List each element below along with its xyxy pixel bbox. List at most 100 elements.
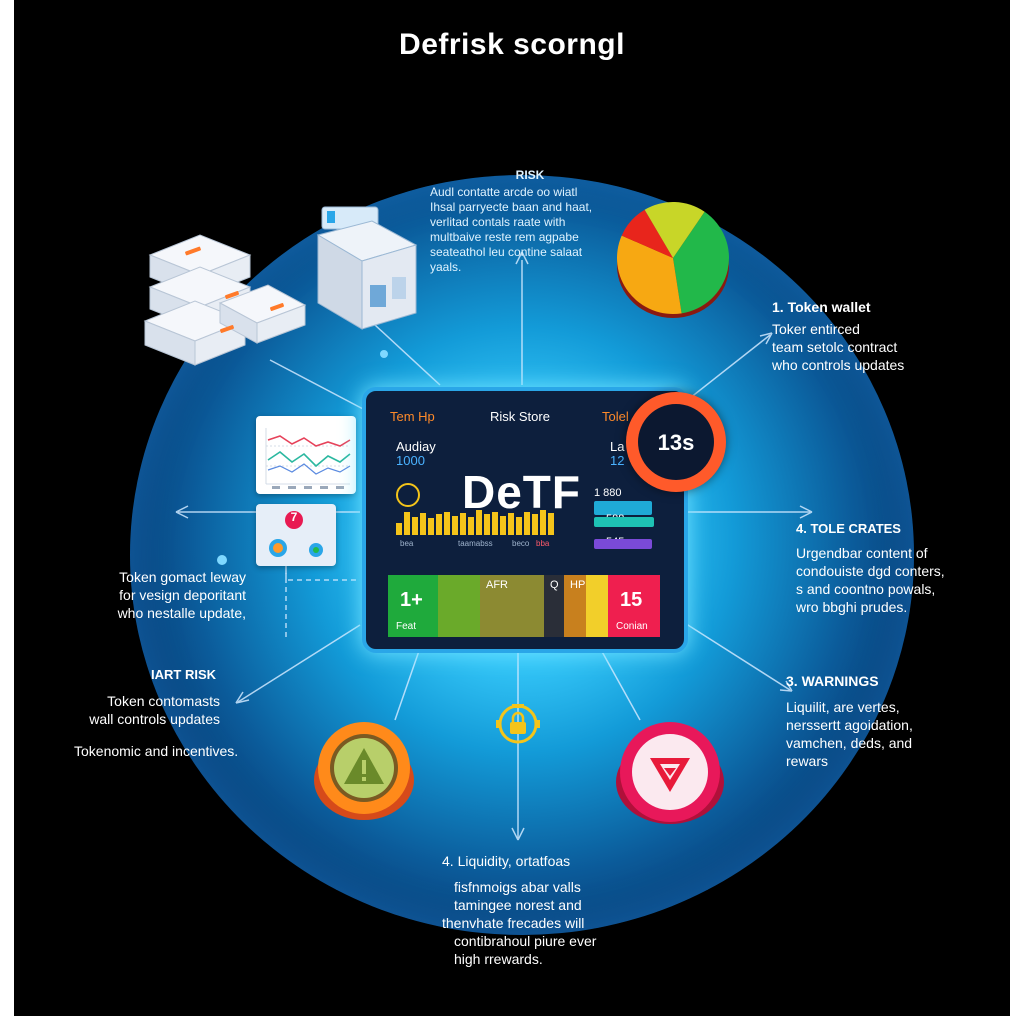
- token-wallet-line-2: team setolc contract: [772, 339, 898, 355]
- page-title: Defrisk scorngl: [399, 28, 625, 61]
- warnings-line-1: Liquilit, are vertes,: [786, 699, 900, 715]
- mini-gauge-icon: [396, 483, 420, 507]
- cabinet-icon: [316, 206, 418, 330]
- liquidity-block: 4. Liquidity, ortatfoas fisfnmoigs abar …: [442, 852, 642, 968]
- left-mid-line-2: for vesign deporitant: [119, 587, 246, 603]
- panel-bar: [396, 523, 402, 535]
- panel-bar: [540, 510, 546, 535]
- left-mid-block: Token gomact leway for vesign deporitant…: [76, 568, 246, 622]
- panel-col-2: Risk Store: [490, 409, 550, 424]
- panel-bar: [492, 511, 498, 535]
- warnings-heading: 3. WARNINGS: [786, 673, 879, 689]
- score-cell-sub: HP: [570, 579, 586, 591]
- panel-left-label: Audiay: [396, 439, 436, 454]
- liquidity-line-5: high rrewards.: [454, 951, 543, 967]
- bottom-frame-edge: [0, 1016, 1024, 1024]
- tole-crates-line-1: Urgendbar content of: [796, 545, 928, 561]
- tole-crates-line-4: wro bbghi prudes.: [796, 599, 908, 615]
- panel-bar: [460, 512, 466, 535]
- score-cell-sub: Conian: [616, 621, 648, 632]
- panel-bar: [468, 516, 474, 535]
- panel-right-value: 12: [610, 453, 625, 468]
- left-risk-footer: Tokenomic and incentives.: [74, 743, 239, 759]
- token-wallet-line-1: Toker entirced: [772, 321, 860, 337]
- score-gauge: 13s: [626, 392, 726, 492]
- panel-bar: [500, 515, 506, 535]
- risk-line-4: multbaive reste rem agpabe: [430, 230, 579, 244]
- gauge-center: 13s: [638, 404, 714, 480]
- score-cell: HP: [564, 575, 586, 637]
- token-wallet-block: 1. Token wallet Toker entirced team seto…: [772, 298, 962, 374]
- right-frame-edge: [1010, 0, 1024, 1024]
- gauge-value: 13s: [657, 430, 695, 455]
- risk-line-2: Ihsal parryecte baan and haat,: [430, 200, 593, 214]
- risk-line-6: yaals.: [430, 260, 462, 274]
- liquidity-line-1: fisfnmoigs abar valls: [454, 879, 581, 895]
- liquidity-line-2: tamingee norest and: [454, 897, 582, 913]
- left-frame-edge: [0, 0, 14, 1024]
- panel-bar: [516, 516, 522, 535]
- panel-right-label: La: [610, 439, 625, 454]
- mini-stat-a: 1 880: [594, 487, 622, 499]
- left-mid-line-1: Token gomact leway: [119, 569, 246, 585]
- token-wallet-heading: 1. Token wallet: [772, 299, 871, 315]
- bar-label-2: taamabss: [458, 539, 493, 548]
- bar-label-3: beco: [512, 539, 530, 548]
- panel-bar: [452, 515, 458, 535]
- risk-line-1: Audl contatte arcde oo wiatl: [430, 185, 578, 199]
- score-cell: [438, 575, 480, 637]
- risk-score-panel: Tem Hp Risk Store Tolel Audiay 1000 La 1…: [362, 387, 688, 653]
- panel-bar: [412, 516, 418, 535]
- pie-chart-icon: [617, 202, 729, 318]
- bubble-icon: [269, 511, 323, 557]
- score-cell-label: 1+: [400, 589, 423, 611]
- panel-big-word: DeTF: [462, 466, 581, 518]
- token-wallet-line-3: who controls updates: [772, 357, 905, 373]
- score-cell: Q: [544, 575, 564, 637]
- risk-heading: RISK: [515, 168, 545, 182]
- left-mid-line-3: who nestalle update,: [117, 605, 246, 621]
- warnings-line-4: rewars: [786, 753, 829, 769]
- risk-line-3: verlitad contals raate with: [430, 215, 566, 229]
- panel-left-value: 1000: [396, 453, 425, 468]
- mini-bar-c: [594, 539, 652, 549]
- warning-badge-icon: [314, 722, 414, 820]
- pie-slice: [673, 211, 729, 314]
- score-cell: [586, 575, 608, 637]
- panel-bar: [420, 512, 426, 535]
- tole-crates-line-2: condouiste dgd conters,: [796, 563, 945, 579]
- panel-bar: [484, 514, 490, 535]
- line-chart-icon: [265, 428, 351, 489]
- panel-bar-chart: [396, 509, 556, 535]
- panel-bar: [404, 511, 410, 535]
- panel-bar: [524, 511, 530, 535]
- panel-bar: [508, 512, 514, 535]
- bar-label-4: bba: [536, 539, 550, 548]
- line-chart-card: [256, 416, 356, 494]
- risk-text-block: RISK Audl contatte arcde oo wiatl Ihsal …: [430, 168, 630, 275]
- panel-bar: [436, 514, 442, 535]
- liquidity-line-3: thenvhate frecades will: [442, 915, 585, 931]
- bubble-badge-number: 7: [290, 510, 298, 524]
- left-risk-block: IART RISK Token contomasts wall controls…: [60, 666, 220, 728]
- panel-col-1: Tem Hp: [390, 409, 435, 424]
- score-cell-sub: Feat: [396, 621, 417, 632]
- liquidity-heading: 4. Liquidity, ortatfoas: [442, 853, 571, 869]
- tole-crates-block: 4. TOLE CRATES Urgendbar content of cond…: [796, 520, 976, 616]
- pie-slice: [621, 209, 673, 258]
- mini-bar-b: [594, 517, 654, 527]
- pie-slice: [644, 202, 705, 258]
- panel-bar: [548, 512, 554, 535]
- score-cell-label: 15: [620, 589, 643, 611]
- panel-bar: [444, 511, 450, 535]
- warnings-block: 3. WARNINGS Liquilit, are vertes, nersse…: [786, 672, 966, 770]
- score-cell-sub: AFR: [486, 579, 508, 591]
- tole-crates-line-3: s and coontno powals,: [796, 581, 936, 597]
- pie-slice: [617, 235, 682, 314]
- left-risk-heading: IART RISK: [151, 667, 216, 682]
- server-stack-icon: [143, 234, 307, 366]
